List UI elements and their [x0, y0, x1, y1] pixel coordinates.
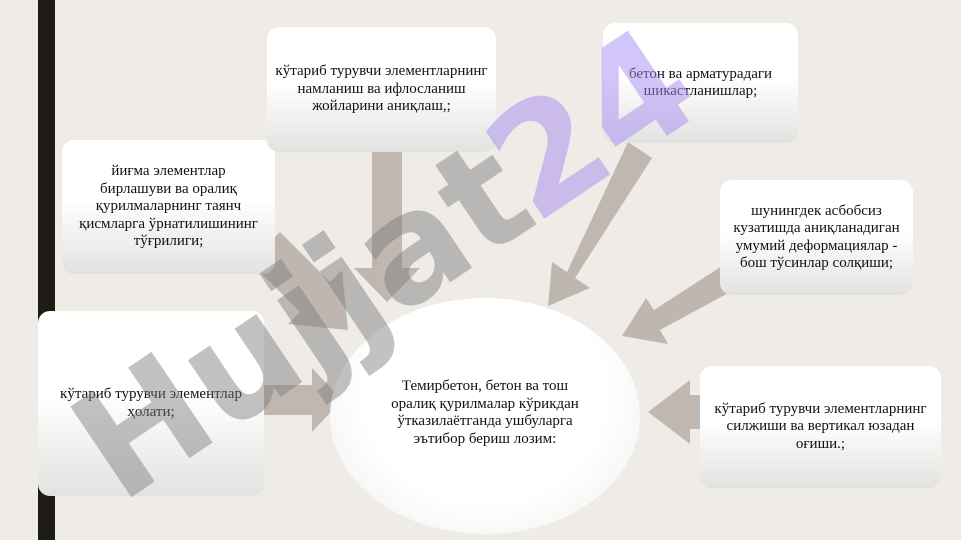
arrow-top-right — [548, 142, 652, 306]
item-displacement-text: кўтариб турувчи элементларнинг силжиши в… — [714, 400, 927, 452]
item-assembly-joints-text: йиғма элементлар бирлашуви ва оралиқ қур… — [79, 163, 258, 250]
item-displacement: кўтариб турувчи элементларнинг силжиши в… — [700, 366, 941, 488]
item-concrete-damage-text: бетон ва арматурадаги шикастланишлар; — [628, 65, 773, 100]
item-moisture-contamination-text: кўтариб турувчи элементларнинг намланиш … — [275, 63, 488, 115]
arrow-right-middle — [622, 266, 734, 344]
item-concrete-damage: бетон ва арматурадаги шикастланишлар; — [603, 23, 798, 143]
item-load-bearing-state-text: кўтариб турувчи элементлар ҳолати; — [60, 386, 242, 420]
arrow-lower-right — [648, 380, 702, 444]
center-ellipse: Темирбетон, бетон ва тош оралиқ қурилмал… — [330, 298, 640, 534]
item-load-bearing-state: кўтариб турувчи элементлар ҳолати; — [38, 311, 264, 496]
center-text: Темирбетон, бетон ва тош оралиқ қурилмал… — [391, 378, 579, 447]
arrow-left — [262, 368, 342, 432]
item-moisture-contamination: кўтариб турувчи элементларнинг намланиш … — [267, 27, 496, 152]
item-deformations: шунингдек асбобсиз кузатишда аниқланадиг… — [720, 180, 913, 295]
arrow-top-center — [354, 150, 420, 302]
item-assembly-joints: йиғма элементлар бирлашуви ва оралиқ қур… — [62, 140, 275, 274]
item-deformations-text: шунингдек асбобсиз кузатишда аниқланадиг… — [733, 202, 900, 272]
